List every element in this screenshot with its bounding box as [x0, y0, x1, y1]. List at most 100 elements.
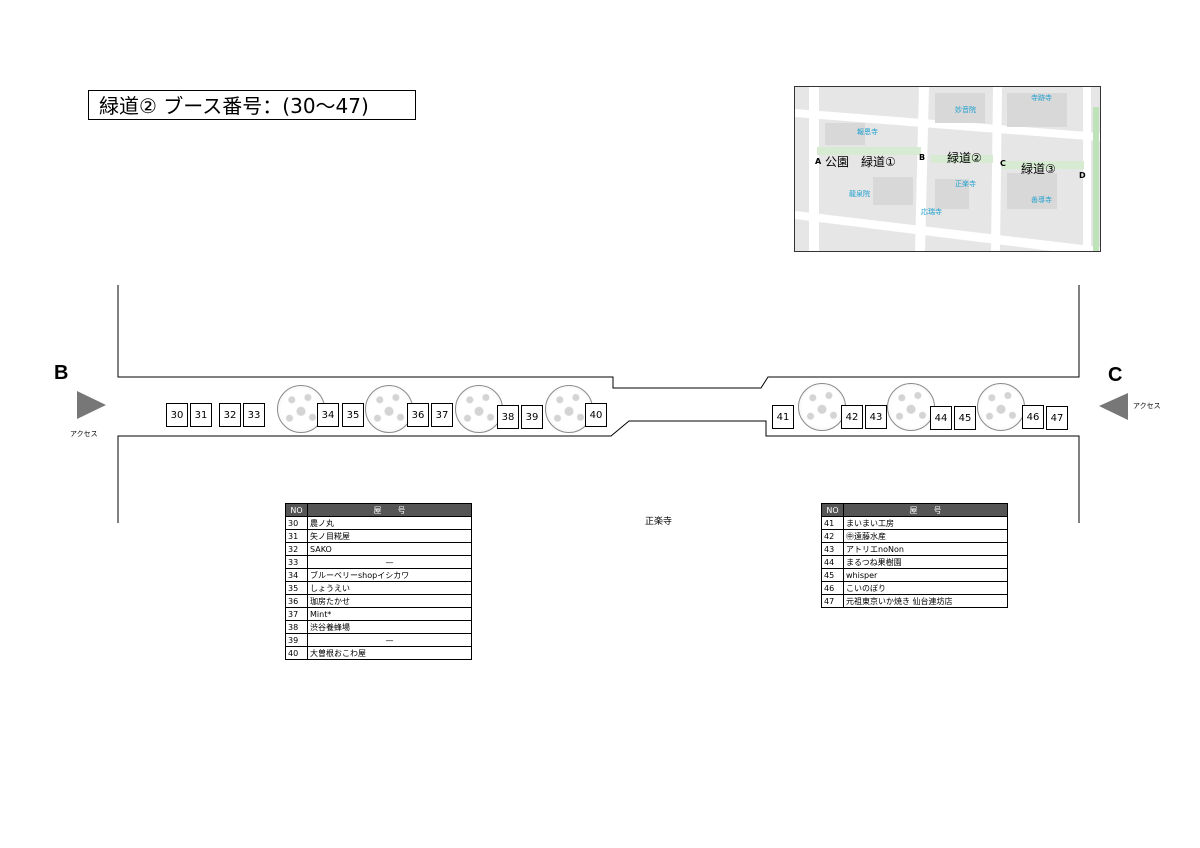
booth[interactable]: 34: [317, 403, 339, 427]
map-label-green1: 緑道①: [861, 155, 896, 169]
map-temple: 正楽寺: [955, 180, 976, 188]
table-cell-no: 44: [821, 555, 844, 569]
table-cell-no: 45: [821, 568, 844, 582]
table-cell-no: 33: [285, 555, 308, 569]
table-cell-name: 農ノ丸: [307, 516, 472, 530]
booth[interactable]: 30: [166, 403, 188, 427]
booth[interactable]: 47: [1046, 406, 1068, 430]
tree-icon: [977, 383, 1025, 431]
table-cell-no: 31: [285, 529, 308, 543]
table-cell-no: 37: [285, 607, 308, 621]
map-temple: 善導寺: [1031, 196, 1052, 204]
entrance-access-label-left: アクセス: [70, 430, 98, 438]
table-cell-name: しょうえい: [307, 581, 472, 595]
table-row: 33—: [285, 555, 472, 569]
table-header-name: 屋 号: [843, 503, 1008, 517]
table-cell-no: 38: [285, 620, 308, 634]
table-header-no: NO: [821, 503, 844, 517]
map-label-green3: 緑道③: [1021, 162, 1056, 176]
entrance-letter-c: C: [1108, 364, 1123, 386]
booth[interactable]: 40: [585, 403, 607, 427]
table-cell-name: Mint*: [307, 607, 472, 621]
booth[interactable]: 32: [219, 403, 241, 427]
booth[interactable]: 44: [930, 406, 952, 430]
tree-icon: [365, 385, 413, 433]
booth[interactable]: 39: [521, 405, 543, 429]
table-header-name: 屋 号: [307, 503, 472, 517]
booth[interactable]: 43: [865, 405, 887, 429]
booth[interactable]: 33: [243, 403, 265, 427]
table-cell-name: アトリエnoNon: [843, 542, 1008, 556]
table-cell-name: —: [307, 555, 472, 569]
table-cell-name: こいのぼり: [843, 581, 1008, 595]
booth[interactable]: 35: [342, 403, 364, 427]
table-cell-no: 36: [285, 594, 308, 608]
map-temple: 寺跡寺: [1031, 94, 1052, 102]
map-letter-c: C: [1000, 159, 1006, 168]
map-roads: [795, 87, 1100, 251]
table-cell-no: 42: [821, 529, 844, 543]
table-cell-no: 47: [821, 594, 844, 608]
map-temple: 応瑞寺: [921, 208, 942, 216]
table-cell-name: ㊥遠藤水産: [843, 529, 1008, 543]
map-temple: 妙音院: [955, 106, 976, 114]
tree-icon: [277, 385, 325, 433]
map-letter-d: D: [1079, 171, 1086, 180]
map-temple: 龍泉院: [849, 190, 870, 198]
table-cell-no: 41: [821, 516, 844, 530]
table-cell-no: 40: [285, 646, 308, 660]
table-cell-name: SAKO: [307, 542, 472, 556]
map-letter-a: A: [815, 157, 822, 166]
table-cell-name: 元祖東京いか焼き 仙台連坊店: [843, 594, 1008, 608]
tree-icon: [455, 385, 503, 433]
booth[interactable]: 31: [190, 403, 212, 427]
entrance-access-label-right: アクセス: [1133, 402, 1161, 410]
map-label-green2: 緑道②: [947, 151, 982, 165]
map-letter-b: B: [919, 153, 926, 162]
booth[interactable]: 36: [407, 403, 429, 427]
page-title: 緑道② ブース番号：(30〜47): [88, 90, 416, 120]
table-cell-name: 矢ノ目糀屋: [307, 529, 472, 543]
booth[interactable]: 45: [954, 406, 976, 430]
table-cell-name: whisper: [843, 568, 1008, 582]
entrance-arrow-left: [77, 391, 106, 419]
booth[interactable]: 41: [772, 405, 794, 429]
booth[interactable]: 46: [1022, 405, 1044, 429]
booth[interactable]: 38: [497, 405, 519, 429]
table-cell-name: 珈房たかせ: [307, 594, 472, 608]
booth[interactable]: 42: [841, 405, 863, 429]
booth[interactable]: 37: [431, 403, 453, 427]
table-cell-no: 43: [821, 542, 844, 556]
table-cell-name: ブルーベリーshopイシカワ: [307, 568, 472, 582]
entrance-letter-b: B: [54, 362, 69, 384]
street-label: 正楽寺: [645, 517, 673, 527]
table-cell-no: 46: [821, 581, 844, 595]
tree-icon: [798, 383, 846, 431]
entrance-arrow-right: [1099, 393, 1128, 420]
table-cell-no: 39: [285, 633, 308, 647]
table-cell-name: 渋谷養蜂場: [307, 620, 472, 634]
table-cell-name: —: [307, 633, 472, 647]
table-cell-no: 35: [285, 581, 308, 595]
table-cell-no: 30: [285, 516, 308, 530]
table-cell-name: まいまい工房: [843, 516, 1008, 530]
tree-icon: [887, 383, 935, 431]
